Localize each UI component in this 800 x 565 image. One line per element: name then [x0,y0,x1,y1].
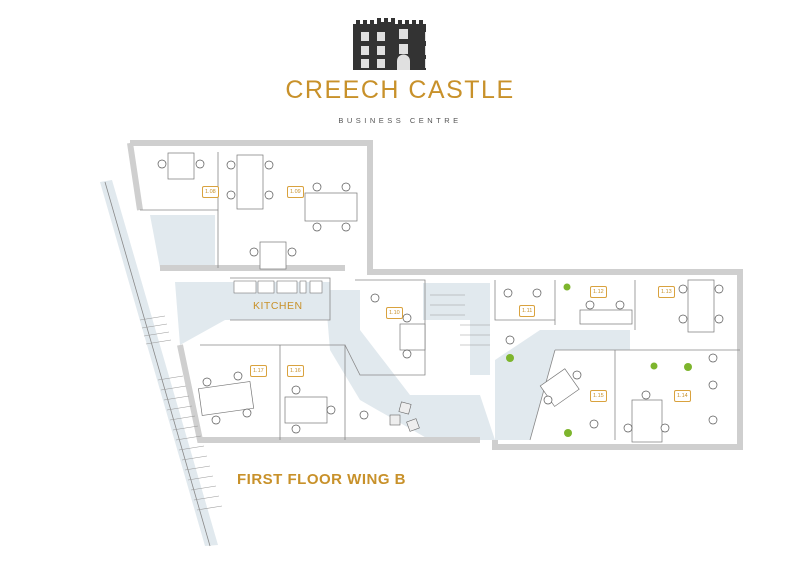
room-label: 1.15 [590,390,607,402]
room-label: 1.08 [202,186,219,198]
kitchen-label: KITCHEN [253,300,303,312]
room-label: 1.16 [287,365,304,377]
room-label: 1.11 [519,305,536,317]
room-label: 1.12 [590,286,607,298]
room-label: 1.09 [287,186,304,198]
room-label: 1.14 [674,390,691,402]
floor-title: FIRST FLOOR WING B [237,471,406,488]
brand-title: CREECH CASTLE [285,76,515,104]
room-label: 1.10 [386,307,403,319]
castle-logo-icon [353,18,459,70]
room-label: 1.17 [250,365,267,377]
brand-subtitle: BUSINESS CENTRE [338,116,462,125]
room-label: 1.13 [658,286,675,298]
